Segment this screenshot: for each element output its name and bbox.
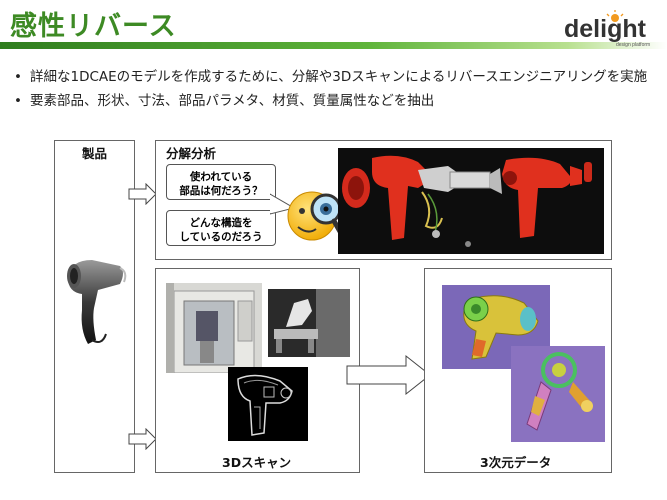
- bubble-text: 使われている 部品は何だろう？: [179, 171, 263, 197]
- speech-bubble-structure: どんな構造を しているのだろう: [166, 210, 276, 246]
- logo-dot-icon: [611, 14, 619, 22]
- bubble-pointer: [270, 193, 296, 215]
- scan-fixture-photo: [268, 289, 350, 357]
- cad-model-image-2: [511, 346, 605, 442]
- logo-text: delight: [564, 15, 647, 43]
- scan-xray-photo: [228, 367, 308, 441]
- scan-label: 3Dスキャン: [222, 455, 292, 470]
- magnifier-face-icon: [287, 191, 345, 241]
- title-underline: [0, 42, 667, 49]
- bubble-text: どんな構造を しているのだろう: [179, 217, 263, 243]
- 3d-data-label: 3次元データ: [480, 455, 552, 470]
- hair-dryer-image: [67, 260, 127, 344]
- product-label: 製品: [82, 146, 108, 161]
- ct-scanner-photo: [166, 283, 262, 373]
- page-title: 感性リバース: [10, 11, 177, 42]
- bullet-list: 詳細な1DCAEのモデルを作成するために、分解や3Dスキャンによるリバースエンジ…: [12, 67, 657, 115]
- logo-subtext: design platform: [616, 42, 650, 48]
- disassembly-label: 分解分析: [166, 146, 217, 161]
- arrow-right-icon: [128, 428, 157, 450]
- bullet-item: 詳細な1DCAEのモデルを作成するために、分解や3Dスキャンによるリバースエンジ…: [12, 67, 657, 87]
- bullet-item: 要素部品、形状、寸法、部品パラメタ、材質、質量属性などを抽出: [12, 91, 657, 111]
- speech-bubble-parts: 使われている 部品は何だろう？: [166, 164, 276, 200]
- delight-logo: delight design platform: [562, 10, 658, 50]
- arrow-right-icon: [346, 354, 431, 396]
- product-box: [54, 140, 135, 473]
- arrow-right-icon: [128, 183, 157, 205]
- disassembly-photo: [338, 148, 604, 254]
- logo-graphic: delight design platform: [564, 10, 650, 48]
